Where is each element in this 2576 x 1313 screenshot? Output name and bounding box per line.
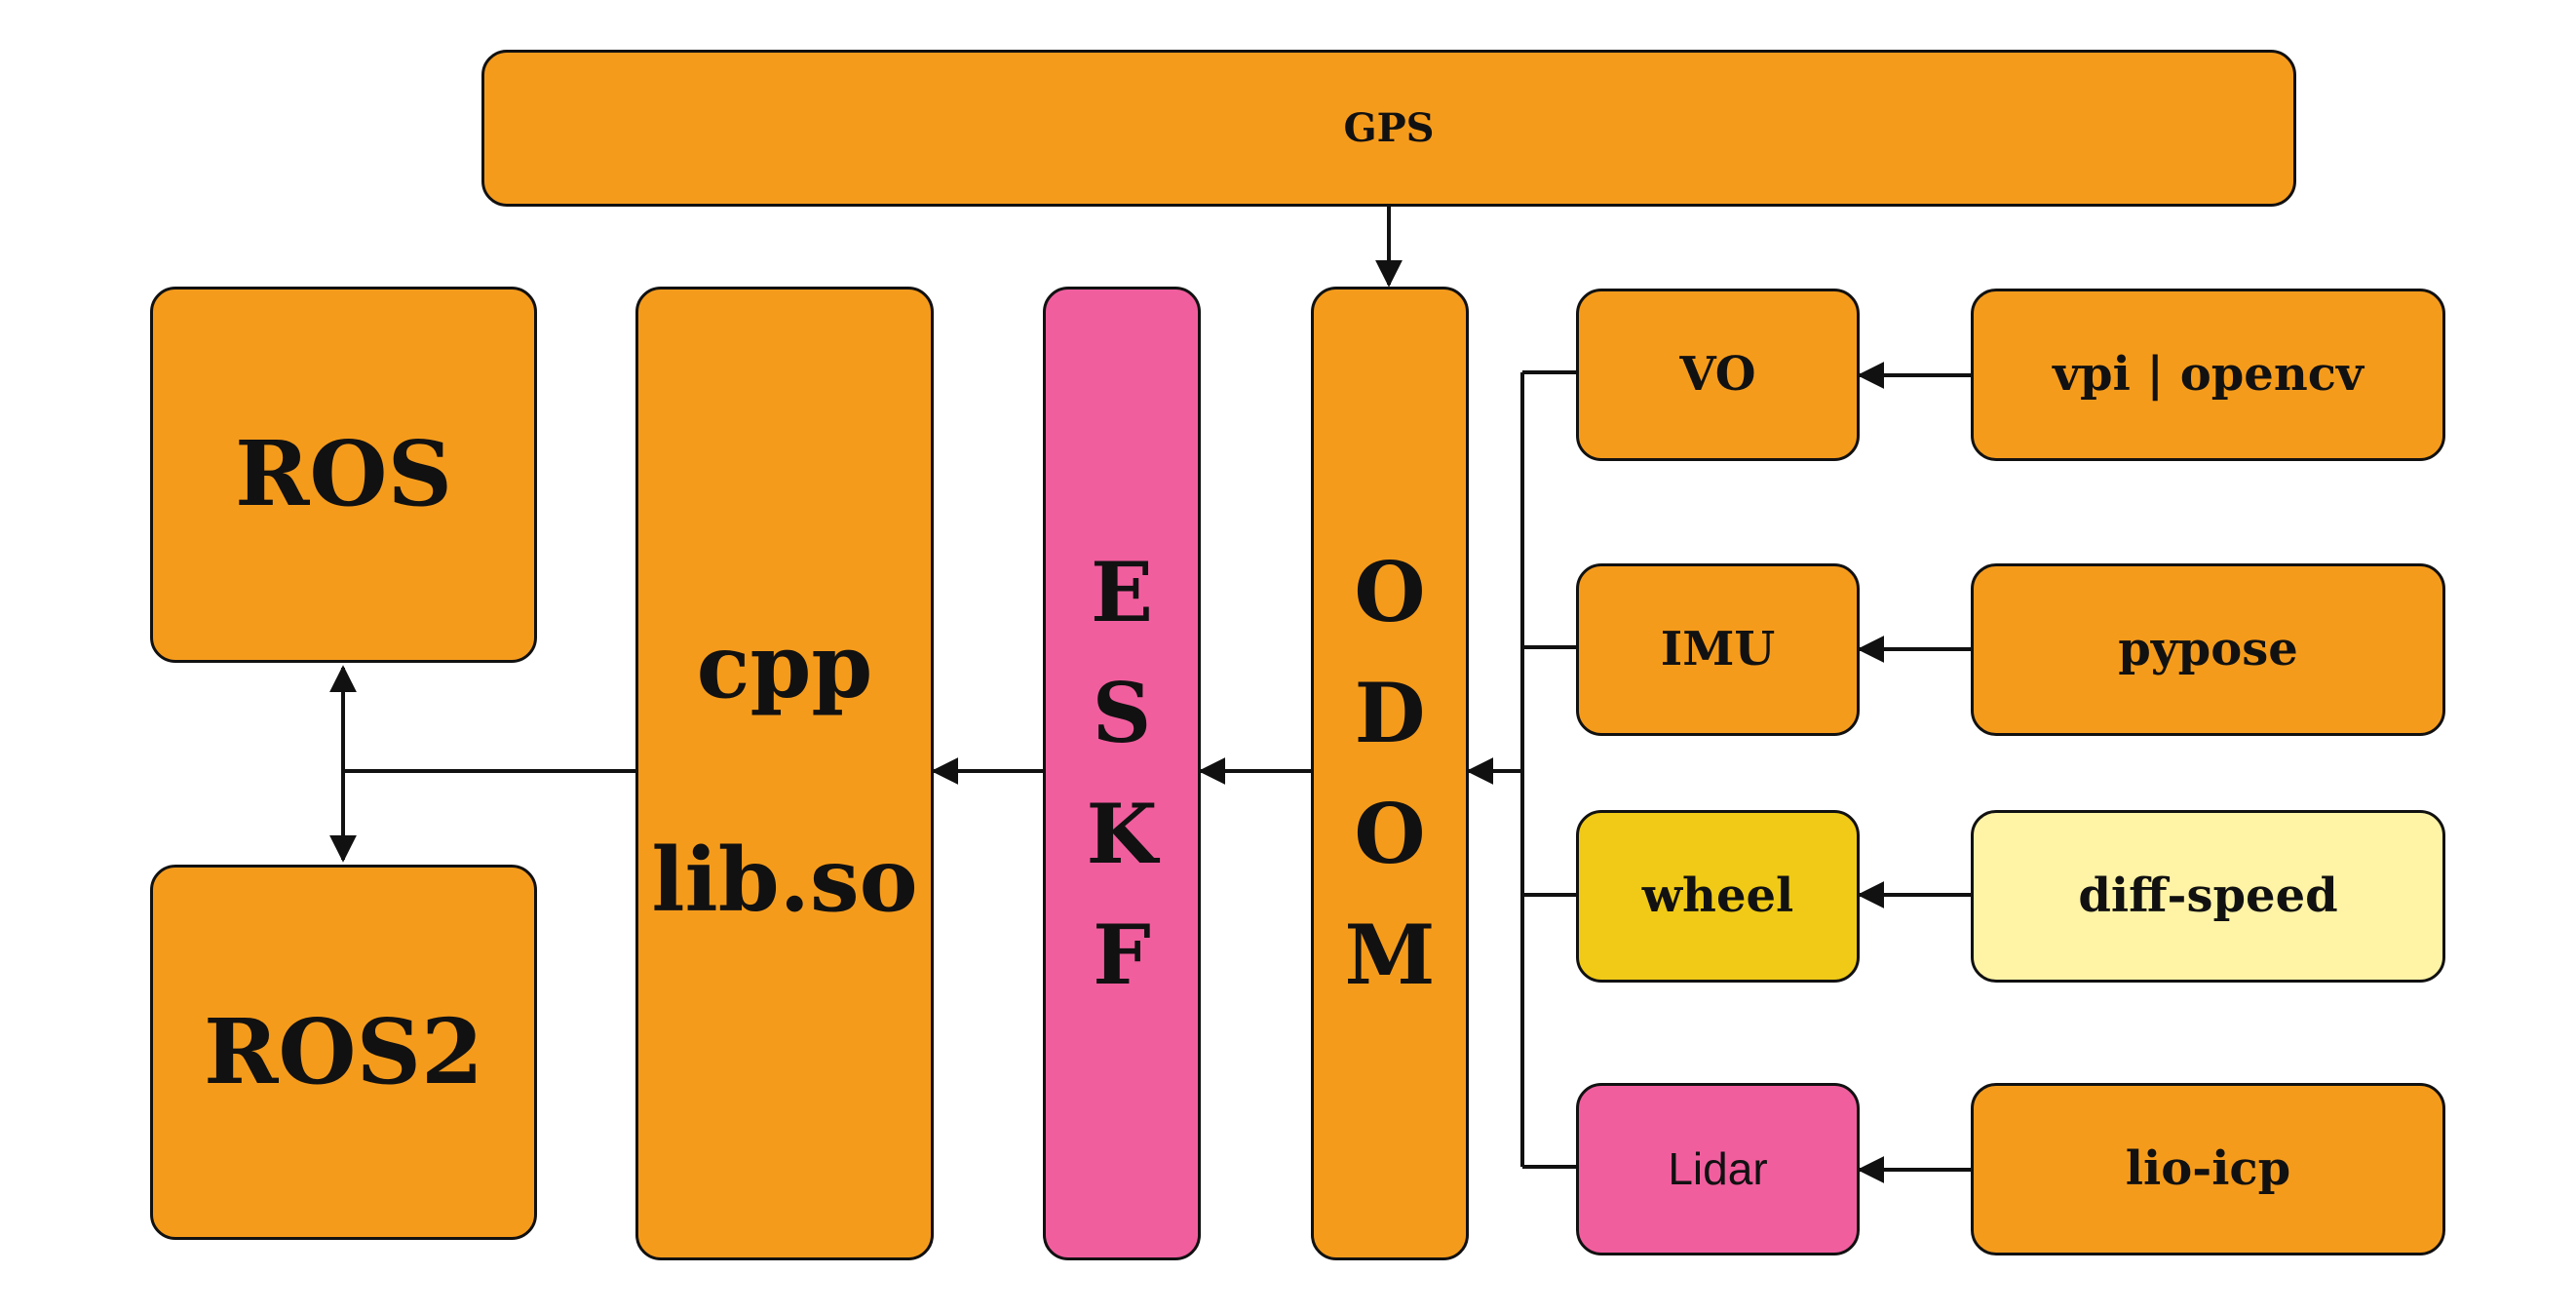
eskf-letter: F <box>1093 906 1151 1003</box>
lidar-node: Lidar <box>1576 1083 1860 1255</box>
cpp-lib-node: cpp lib.so <box>635 287 934 1260</box>
cpp-label: cpp <box>696 614 873 718</box>
vpi-opencv-node: vpi | opencv <box>1971 289 2445 461</box>
lib-so-label: lib.so <box>651 828 918 932</box>
ros2-label: ROS2 <box>203 998 484 1104</box>
eskf-node: E S K F <box>1043 287 1201 1260</box>
vo-label: VO <box>1679 347 1756 403</box>
vpi-opencv-label: vpi | opencv <box>2053 347 2364 403</box>
gps-node: GPS <box>481 50 2296 207</box>
wheel-node: wheel <box>1576 810 1860 983</box>
pypose-node: pypose <box>1971 563 2445 736</box>
ros-node: ROS <box>150 287 537 663</box>
odom-letter: O <box>1354 785 1426 882</box>
ros-label: ROS <box>234 421 453 527</box>
lidar-label: Lidar <box>1668 1143 1768 1195</box>
eskf-letter: S <box>1092 664 1152 761</box>
lio-icp-node: lio-icp <box>1971 1083 2445 1255</box>
imu-node: IMU <box>1576 563 1860 736</box>
odom-letter: M <box>1344 906 1436 1003</box>
ros2-node: ROS2 <box>150 865 537 1240</box>
diff-speed-label: diff-speed <box>2078 869 2338 924</box>
pypose-label: pypose <box>2118 622 2298 677</box>
vo-node: VO <box>1576 289 1860 461</box>
odom-letter: D <box>1354 664 1426 761</box>
eskf-letter: E <box>1090 543 1154 640</box>
lio-icp-label: lio-icp <box>2125 1141 2291 1197</box>
imu-label: IMU <box>1660 622 1776 677</box>
gps-label: GPS <box>1343 104 1435 151</box>
wheel-label: wheel <box>1641 869 1794 924</box>
diff-speed-node: diff-speed <box>1971 810 2445 983</box>
eskf-letter: K <box>1086 785 1158 882</box>
odom-letter: O <box>1354 543 1426 640</box>
odom-node: O D O M <box>1311 287 1469 1260</box>
